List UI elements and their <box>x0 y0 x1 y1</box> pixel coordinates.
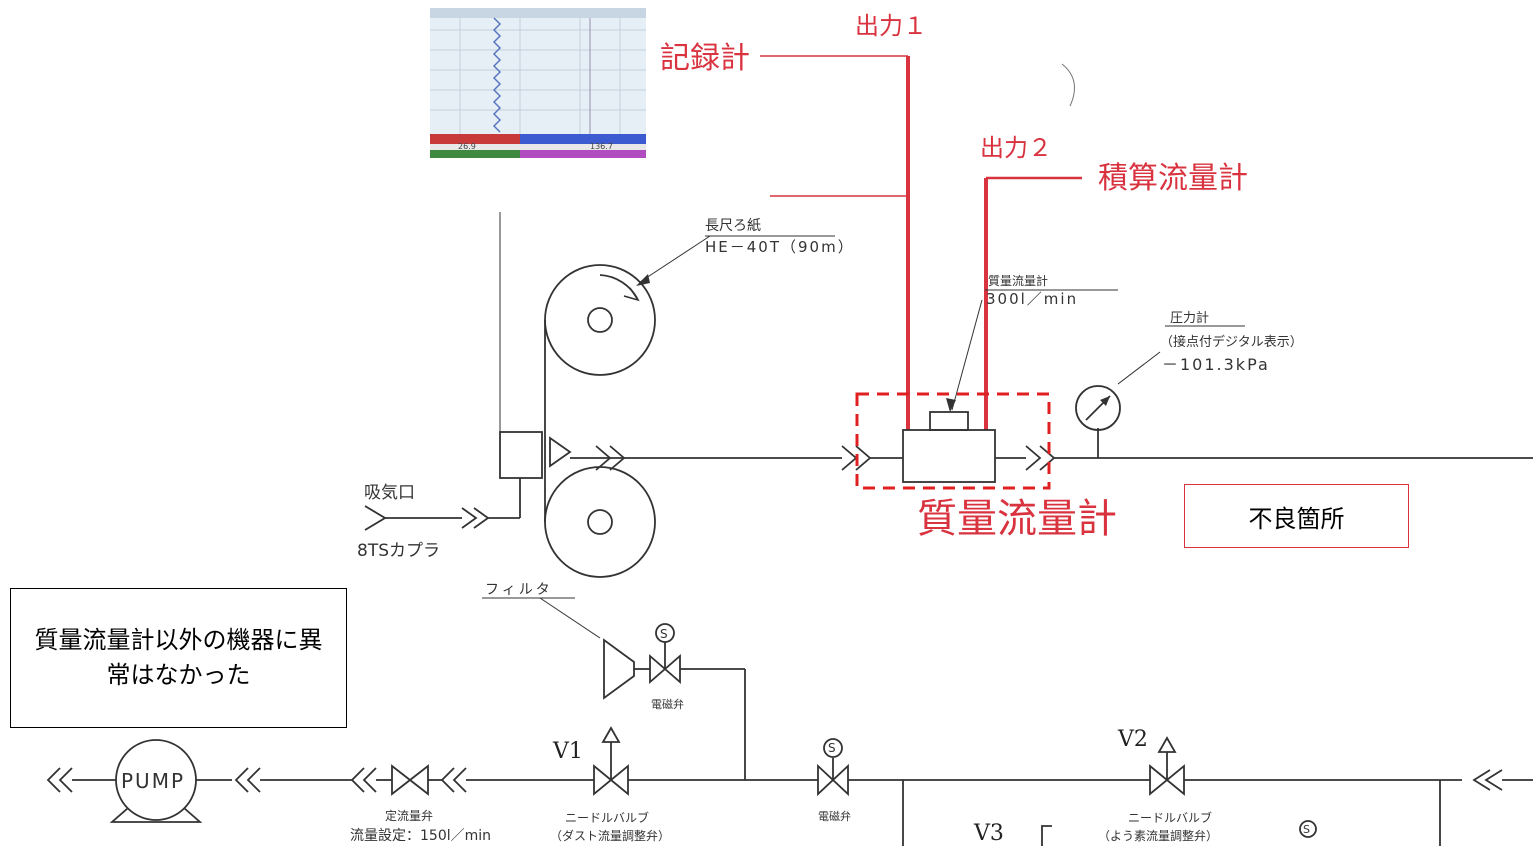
filter-label: フィルタ <box>485 582 553 598</box>
solenoid2-label: 電磁弁 <box>818 809 851 823</box>
roll-paper-label: 長尺ろ紙 <box>705 218 761 234</box>
needle-valve2-note: （よう素流量調整弁） <box>1098 828 1218 843</box>
mass-flowmeter-big-label: 質量流量計 <box>917 496 1117 542</box>
normal-equipment-callout: 質量流量計以外の機器に異常はなかった <box>10 588 347 728</box>
mfm-small-label: 質量流量計 <box>988 273 1048 288</box>
v1-label: V1 <box>552 739 583 764</box>
v3-label: V3 <box>973 821 1004 846</box>
solenoid-symbol-1: S <box>660 627 668 641</box>
output1-label: 出力１ <box>855 12 927 40</box>
signal-lines <box>760 55 1082 430</box>
solenoid1-label: 電磁弁 <box>651 697 684 711</box>
totalizer-label: 積算流量計 <box>1098 161 1248 196</box>
solenoid-symbol-2: S <box>828 741 836 755</box>
recorder-label: 記録計 <box>660 41 750 76</box>
filter-branch <box>603 623 746 780</box>
mfm-range-label: 300l／min <box>986 290 1078 308</box>
chart-value-left: 26.9 <box>458 142 476 151</box>
coupler-label: 8TSカプラ <box>357 541 440 561</box>
needle-valve2-label: ニードルバルブ <box>1128 810 1212 825</box>
inlet-label: 吸気口 <box>364 483 415 503</box>
bottom-line <box>46 726 1533 846</box>
pressure-note-label: （接点付デジタル表示） <box>1160 334 1303 350</box>
output2-label: 出力２ <box>980 134 1052 162</box>
defect-callout-text: 不良箇所 <box>1248 504 1345 533</box>
v2-label: V2 <box>1117 727 1148 752</box>
roll-model-label: HE－40T（90m） <box>705 238 855 256</box>
recorder-chart-photo: 26.9 136.7 <box>430 8 646 158</box>
pressure-gauge-label: 圧力計 <box>1170 310 1209 326</box>
solenoid-symbol-3: S <box>1303 823 1310 836</box>
const-flow-valve-label: 定流量弁 <box>385 808 433 823</box>
defect-callout: 不良箇所 <box>1184 484 1409 548</box>
paper-roll-unit <box>499 212 656 578</box>
pressure-value-label: －101.3kPa <box>1162 355 1270 374</box>
normal-callout-text: 質量流量計以外の機器に異常はなかった <box>34 626 323 689</box>
flow-setting-label: 流量設定：150l／min <box>350 828 491 844</box>
pump-label: PUMP <box>121 769 185 793</box>
inlet-piping <box>364 478 521 531</box>
needle-valve1-note: （ダスト流量調整弁） <box>550 828 670 843</box>
chart-value-right: 136.7 <box>590 142 613 151</box>
defect-highlight-box <box>855 392 1051 490</box>
needle-valve1-label: ニードルバルブ <box>565 810 649 825</box>
main-line <box>570 385 1533 483</box>
